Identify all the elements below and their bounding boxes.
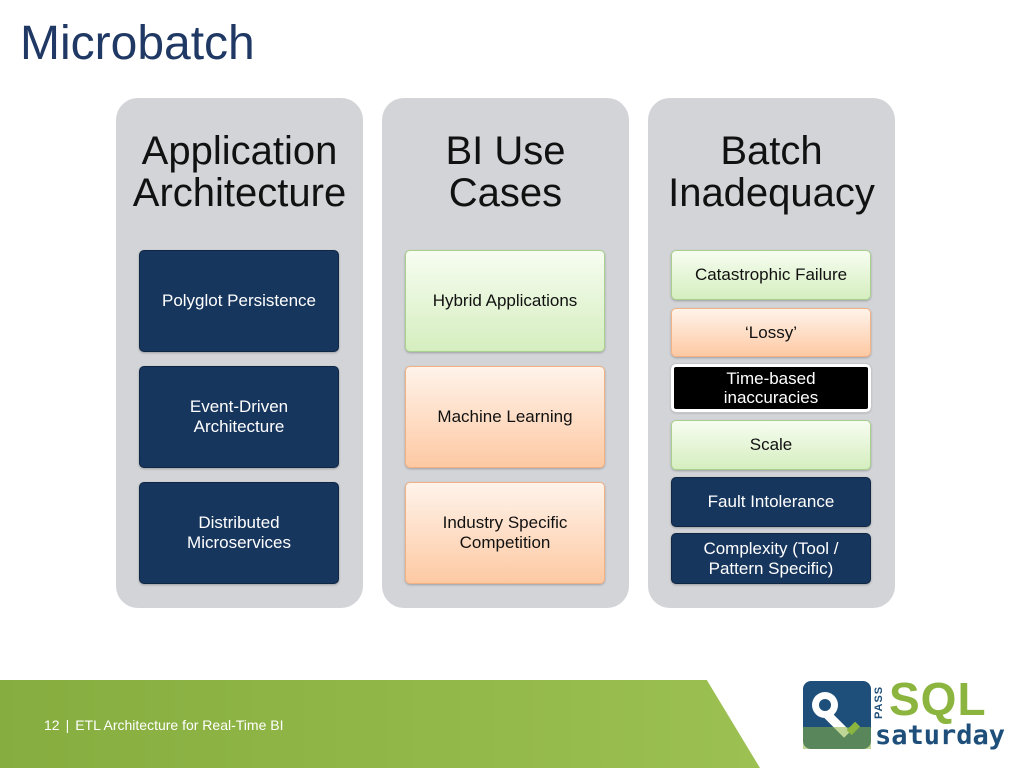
- column-heading: BI Use Cases: [445, 129, 566, 215]
- logo-sql-text: SQL: [889, 673, 987, 725]
- card-hybrid-applications: Hybrid Applications: [405, 250, 605, 352]
- column-heading: Application Architecture: [132, 129, 347, 215]
- card-industry-specific-competition: Industry Specific Competition: [405, 482, 605, 584]
- column-heading: Batch Inadequacy: [668, 129, 875, 215]
- card-catastrophic-failure: Catastrophic Failure: [671, 250, 871, 300]
- card-time-based-inaccuracies: Time-based inaccuracies: [670, 363, 872, 413]
- footer-band: [0, 680, 760, 768]
- footer-separator: |: [65, 717, 70, 733]
- footer-title: ETL Architecture for Real-Time BI: [75, 717, 284, 733]
- key-icon: [803, 681, 871, 749]
- column-bi-use-cases: BI Use Cases Hybrid Applications Machine…: [382, 98, 629, 608]
- card-complexity: Complexity (Tool / Pattern Specific): [671, 533, 871, 584]
- card-distributed-microservices: Distributed Microservices: [139, 482, 339, 584]
- card-lossy: ‘Lossy’: [671, 308, 871, 357]
- logo-saturday-text: saturday: [875, 720, 1006, 751]
- card-machine-learning: Machine Learning: [405, 366, 605, 468]
- page-number: 12: [44, 717, 60, 733]
- sqlsaturday-logo: PASS SQL saturday: [803, 675, 1009, 753]
- logo-pass-text: PASS: [873, 685, 885, 719]
- card-polyglot-persistence: Polyglot Persistence: [139, 250, 339, 352]
- card-scale: Scale: [671, 420, 871, 470]
- card-fault-intolerance: Fault Intolerance: [671, 477, 871, 527]
- slide-title: Microbatch: [20, 17, 255, 70]
- footer-caption: 12 | ETL Architecture for Real-Time BI: [44, 717, 283, 733]
- card-event-driven-architecture: Event-Driven Architecture: [139, 366, 339, 468]
- key-icon-graphic: [803, 692, 871, 749]
- column-application-architecture: Application Architecture Polyglot Persis…: [116, 98, 363, 608]
- column-batch-inadequacy: Batch Inadequacy Catastrophic Failure ‘L…: [648, 98, 895, 608]
